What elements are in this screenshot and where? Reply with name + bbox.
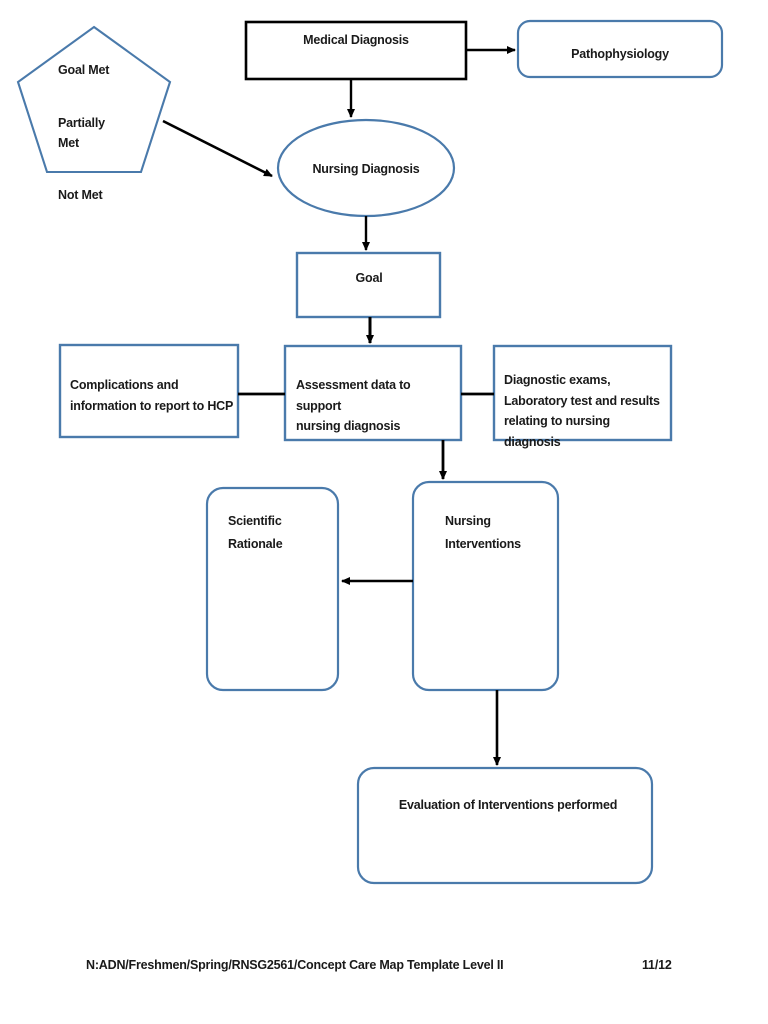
scientific-rationale-box[interactable]	[205, 486, 340, 692]
nursing-interventions-box[interactable]	[411, 480, 560, 692]
nursing-diagnosis-ellipse[interactable]	[276, 118, 456, 218]
pathophysiology-box[interactable]	[516, 19, 724, 79]
edge-goal-status-to-nursing-diagnosis	[162, 119, 273, 178]
diagnostic-exams-box[interactable]	[492, 344, 673, 442]
goal-box[interactable]	[295, 251, 442, 319]
goal-status-pentagon[interactable]	[16, 25, 172, 174]
assessment-data-box[interactable]	[283, 344, 463, 442]
medical-diagnosis-box[interactable]	[244, 20, 468, 81]
footer: N:ADN/Freshmen/Spring/RNSG2561/Concept C…	[0, 958, 768, 982]
complications-box[interactable]	[58, 343, 240, 439]
footer-page-number: 11/12	[642, 958, 672, 972]
evaluation-box[interactable]	[356, 766, 654, 885]
footer-file-path: N:ADN/Freshmen/Spring/RNSG2561/Concept C…	[86, 958, 504, 972]
